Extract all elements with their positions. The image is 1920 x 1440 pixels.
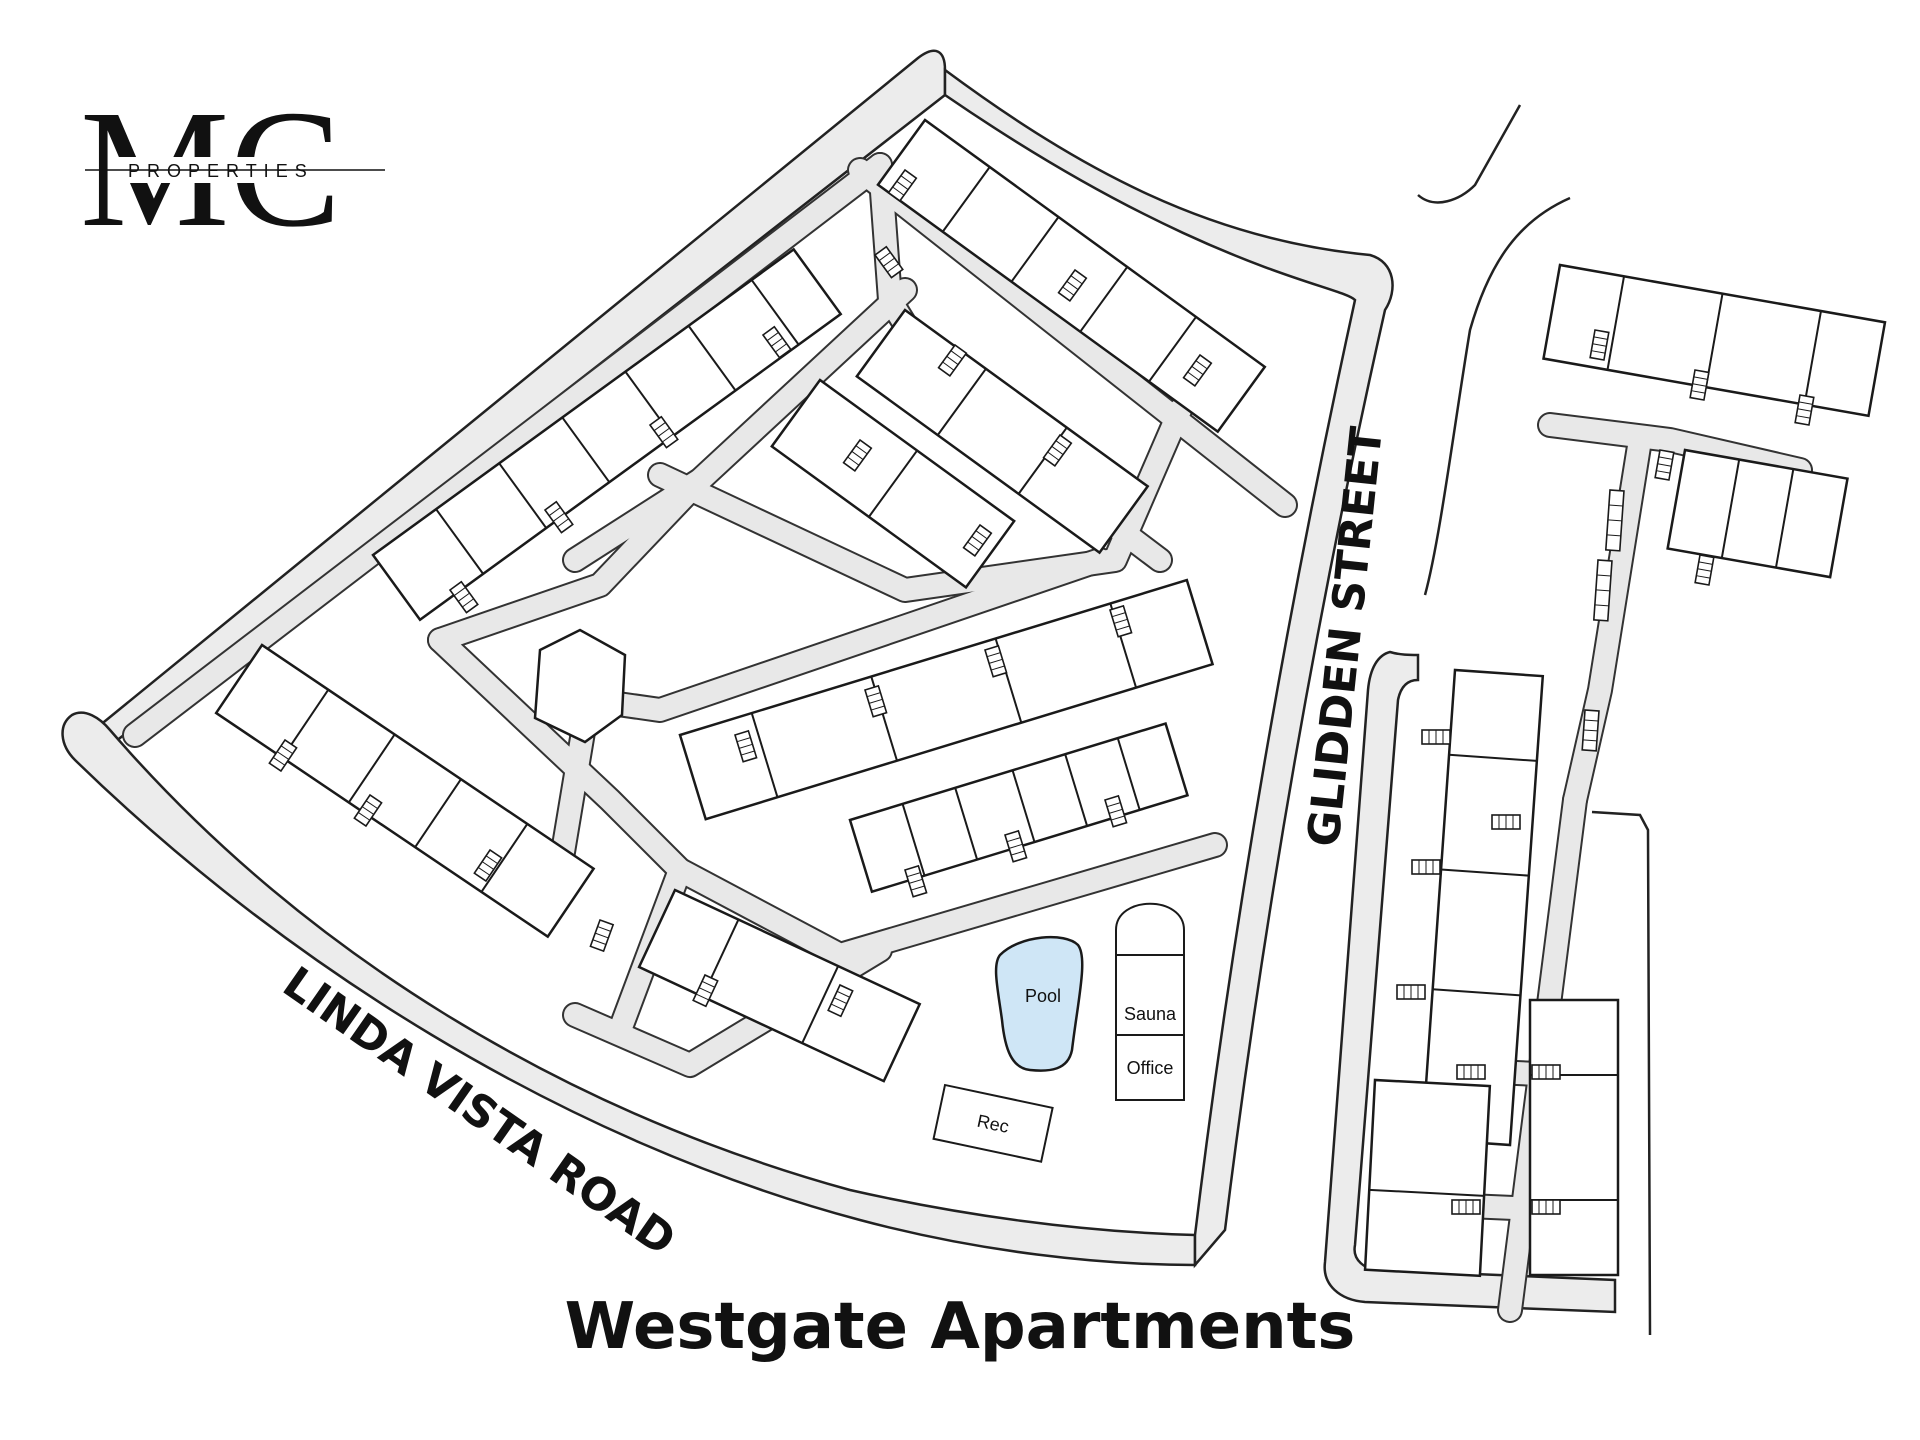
logo-subtitle: PROPERTIES <box>128 161 314 181</box>
rec-building: Rec <box>932 1083 1054 1163</box>
curb-east-2 <box>1423 196 1571 596</box>
building-j <box>1666 448 1849 579</box>
buildings <box>214 118 1887 1278</box>
amenities: Pool Sauna Office Rec <box>932 902 1185 1163</box>
roads <box>61 49 1652 1336</box>
pool <box>994 935 1084 1072</box>
building-c <box>855 308 1150 555</box>
page-title: Westgate Apartments <box>564 1290 1356 1364</box>
building-h <box>637 888 922 1083</box>
building-l <box>1363 1078 1492 1278</box>
sauna-office-building <box>1115 902 1185 1101</box>
building-g <box>848 721 1190 894</box>
road-glidden <box>943 67 1394 1269</box>
stairs <box>268 168 1815 1215</box>
pool-label: Pool <box>1025 986 1061 1006</box>
curb-east-3 <box>1591 810 1652 1336</box>
curb-east-1 <box>1417 104 1522 204</box>
building-d <box>770 378 1016 590</box>
building-m <box>1528 998 1620 1277</box>
building-f <box>678 578 1215 821</box>
office-label: Office <box>1127 1058 1174 1078</box>
building-e <box>214 643 596 939</box>
clubhouse-hexagon <box>533 628 627 744</box>
mc-properties-logo: MC PROPERTIES <box>80 76 385 262</box>
sauna-label: Sauna <box>1124 1004 1177 1024</box>
